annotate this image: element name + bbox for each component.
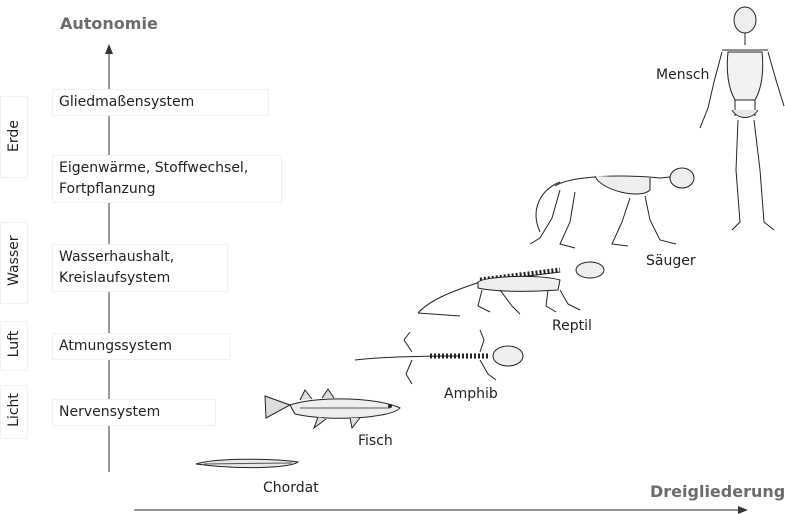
system-eigenwaerme: Eigenwärme, Stoffwechsel, Fortpflanzung <box>52 155 282 203</box>
system-wasserhaushalt: Wasserhaushalt, Kreislaufsystem <box>52 244 228 292</box>
element-wasser: Wasser <box>6 236 22 286</box>
system-nerven: Nervensystem <box>52 399 216 426</box>
creature-chordat: Chordat <box>263 480 319 496</box>
creature-reptil: Reptil <box>552 318 592 334</box>
reptil-drawing <box>418 262 604 316</box>
element-luft: Luft <box>6 327 22 361</box>
saeuger-drawing <box>530 168 694 248</box>
fisch-drawing <box>265 389 400 428</box>
creature-mensch: Mensch <box>656 67 709 83</box>
system-atmung: Atmungssystem <box>52 333 230 360</box>
system-gliedmassen: Gliedmaßensystem <box>52 89 269 116</box>
creature-fisch: Fisch <box>358 433 393 449</box>
chordat-drawing <box>196 459 298 467</box>
creature-saeuger: Säuger <box>646 253 696 269</box>
creature-amphib: Amphib <box>444 386 498 402</box>
horizontal-axis-arrowhead <box>738 506 748 514</box>
vertical-axis-arrowhead <box>105 44 113 54</box>
element-licht: Licht <box>6 393 22 427</box>
mensch-drawing <box>700 7 784 230</box>
element-erde: Erde <box>6 119 22 153</box>
amphib-drawing <box>355 330 523 384</box>
